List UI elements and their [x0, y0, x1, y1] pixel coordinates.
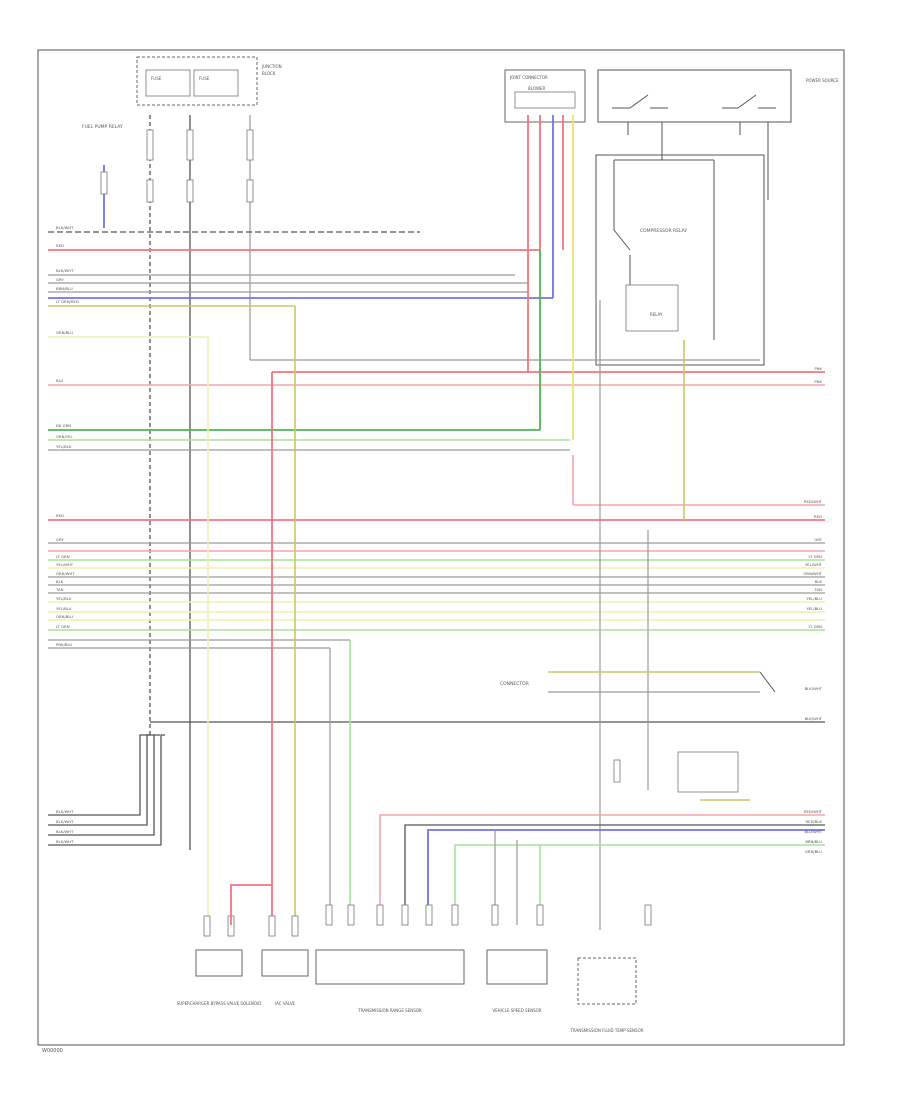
left-label-22: PNK/BLU	[56, 642, 72, 647]
left-label-26: BLK/WHT	[56, 839, 74, 844]
bottom-component-4-label: VEHICLE SPEED SENSOR	[492, 1008, 541, 1013]
right-label-13: BLK/WHT	[805, 716, 823, 721]
joint-connector: JOINT CONNECTOR BLOWER	[504, 69, 586, 123]
mid-right-connector: CONNECTOR	[500, 671, 776, 801]
fuse-relay-box: FUSE FUSE JUNCTION BLOCK	[136, 56, 282, 106]
right-label-14: BLK/WHT	[805, 686, 823, 691]
right-label-6: YEL/WHT	[805, 562, 823, 567]
bottom-component-2: IAC VALVE	[261, 915, 309, 1006]
right-label-18: BRN/BLU	[805, 839, 822, 844]
left-label-7: BLU	[56, 378, 64, 383]
diagram-footer-id: W00000	[42, 1048, 63, 1054]
right-label-2: RED/WHT	[804, 499, 823, 504]
left-label-13: LT GRN	[56, 554, 70, 559]
right-label-4: GRY	[814, 537, 822, 542]
left-label-9: ORN/YEL	[56, 434, 73, 439]
left-label-3: GRY	[56, 277, 64, 282]
left-label-5: LT GRN/RED	[56, 299, 79, 304]
left-label-8: DK GRN	[56, 423, 71, 428]
bottom-component-1: SUPERCHARGER BYPASS VALVE SOLENOID	[177, 884, 272, 1006]
bus-wires	[48, 231, 825, 723]
right-wire-labels: PNK PNK RED/WHT RED GRY LT GRN YEL/WHT O…	[803, 366, 822, 854]
left-label-16: BLK	[56, 579, 64, 584]
left-label-19: YEL/BLU	[56, 606, 72, 611]
bottom-component-4: VEHICLE SPEED SENSOR	[486, 904, 548, 1013]
left-label-25: BLK/WHT	[56, 829, 74, 834]
left-label-4: BRN/BLU	[56, 286, 73, 291]
lower-right-bundle	[379, 814, 825, 925]
top-right-switches: POWER SOURCE	[597, 69, 839, 200]
vertical-color-wires	[207, 115, 825, 930]
ground-bundle	[48, 734, 165, 846]
left-label-15: ORN/WHT	[56, 571, 75, 576]
right-label-8: BLK	[815, 579, 823, 584]
left-label-17: TAN	[55, 587, 64, 592]
left-label-23: BLK/WHT	[56, 809, 74, 814]
svg-text:JUNCTION: JUNCTION	[261, 64, 282, 69]
right-label-5: LT GRN	[808, 554, 822, 559]
fuel-pump-relay: FUEL PUMP RELAY	[82, 124, 123, 228]
bottom-component-2-label: IAC VALVE	[275, 1001, 296, 1006]
left-label-1: RED	[56, 243, 64, 248]
right-label-7: ORN/WHT	[803, 571, 822, 576]
left-label-20: ORN/BLU	[56, 614, 73, 619]
right-label-10: YEL/BLU	[807, 596, 823, 601]
right-label-9: TAN	[814, 587, 823, 592]
joint-connector-label: JOINT CONNECTOR	[509, 75, 548, 80]
right-label-12: LT GRN	[808, 624, 822, 629]
left-label-2: BLK/WHT	[56, 268, 74, 273]
left-label-6: GRN/BLU	[56, 330, 73, 335]
right-label-19: GRN/BLU	[805, 849, 822, 854]
bottom-component-3-label: TRANSMISSION RANGE SENSOR	[357, 1008, 422, 1013]
bottom-component-5-label: TRANSMISSION FLUID TEMP SENSOR	[569, 1028, 643, 1033]
compressor-relay-label: COMPRESSOR RELAY	[640, 228, 687, 234]
left-label-12: GRY	[56, 537, 64, 542]
left-label-18: YEL/BLU	[56, 596, 72, 601]
left-label-10: YEL/BLK	[56, 444, 72, 449]
diagram-frame	[37, 49, 845, 1046]
left-label-11: RED	[56, 513, 64, 518]
bottom-component-1-label: SUPERCHARGER BYPASS VALVE SOLENOID	[177, 1001, 262, 1006]
right-label-15: RED/WHT	[804, 809, 823, 814]
left-label-14: YEL/WHT	[56, 562, 74, 567]
svg-text:FUSE: FUSE	[151, 76, 162, 81]
right-label-0: PNK	[814, 366, 822, 371]
svg-text:FUSE: FUSE	[199, 76, 210, 81]
right-label-17: BLU/WHT	[804, 829, 822, 834]
right-label-16: RED/BLK	[806, 819, 823, 824]
svg-text:BLOCK: BLOCK	[262, 71, 276, 76]
right-label-3: RED	[814, 514, 822, 519]
bottom-component-3: TRANSMISSION RANGE SENSOR	[315, 904, 465, 1013]
left-wire-labels: BLK/WHT RED BLK/WHT GRY BRN/BLU LT GRN/R…	[55, 225, 79, 844]
right-label-11: YEL/BLU	[807, 606, 823, 611]
right-label-1: PNK	[814, 379, 822, 384]
left-label-0: BLK/WHT	[56, 225, 74, 230]
fuel-pump-relay-label: FUEL PUMP RELAY	[82, 124, 123, 130]
mid-right-connector-label: CONNECTOR	[500, 681, 529, 687]
bottom-component-5: TRANSMISSION FLUID TEMP SENSOR	[569, 759, 652, 1033]
relay-note: RELAY	[650, 312, 663, 317]
power-source-label: POWER SOURCE	[806, 78, 839, 83]
compressor-relay-module: COMPRESSOR RELAY RELAY	[595, 154, 765, 366]
left-label-24: BLK/WHT	[56, 819, 74, 824]
left-label-21: LT GRN	[56, 624, 70, 629]
blower-label: BLOWER	[528, 86, 545, 91]
